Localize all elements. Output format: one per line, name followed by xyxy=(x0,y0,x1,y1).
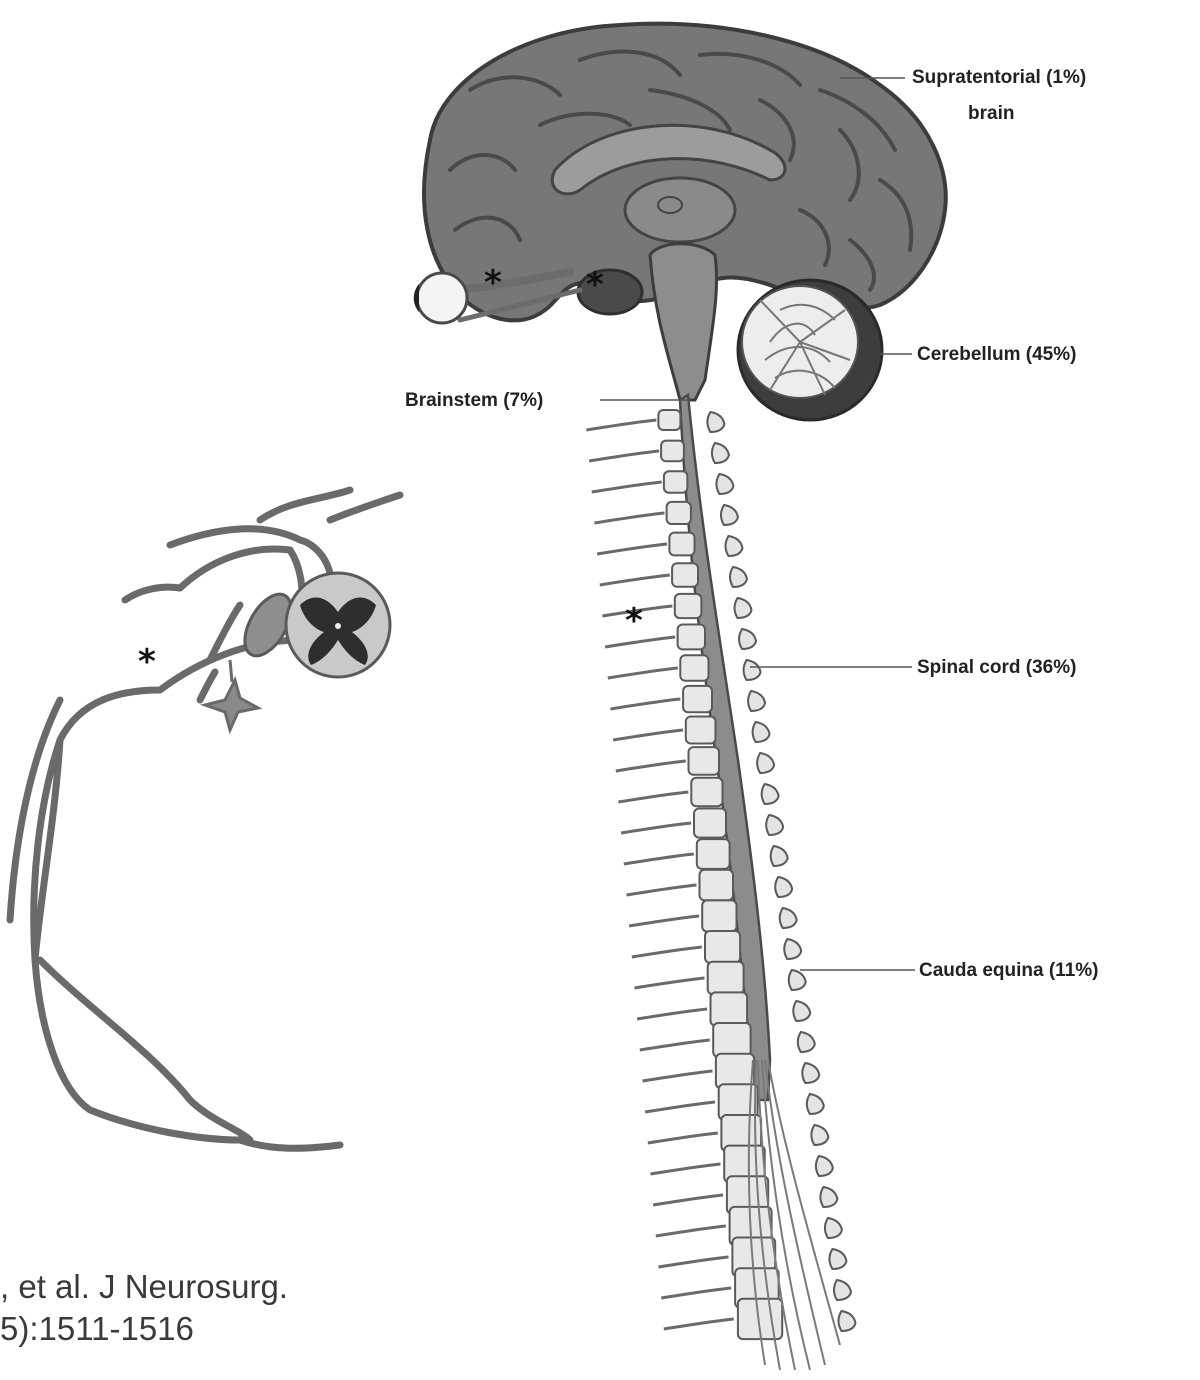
vertebra-process xyxy=(730,567,747,587)
asterisk-marker-brain: * xyxy=(586,265,604,305)
nerve-root xyxy=(624,854,694,864)
vertebra-body xyxy=(689,747,720,775)
nerve-root xyxy=(616,761,686,771)
nerve-root xyxy=(659,1257,729,1267)
vertebra-process xyxy=(771,846,788,866)
label-supratentorial-brain: brain xyxy=(968,103,1014,124)
brainstem-illustration xyxy=(650,244,717,400)
nerve-root xyxy=(608,668,678,678)
nerve-root xyxy=(653,1195,723,1205)
vertebra-process xyxy=(802,1063,819,1083)
nerve-root xyxy=(661,1288,731,1298)
vertebra-body xyxy=(713,1023,750,1057)
vertebra-body xyxy=(669,533,694,556)
vertebra-process xyxy=(753,722,770,742)
vertebra-body xyxy=(691,778,722,806)
vertebra-body xyxy=(716,1054,754,1089)
asterisk-marker-peripheral: * xyxy=(138,642,156,682)
vertebra-process xyxy=(748,691,765,711)
vertebra-process xyxy=(757,753,774,773)
label-supratentorial: Supratentorial (1%) xyxy=(912,67,1086,88)
vertebra-process xyxy=(811,1125,828,1145)
vertebra-process xyxy=(707,412,724,432)
nerve-root xyxy=(613,730,683,740)
vertebra-body xyxy=(667,502,691,524)
citation: , et al. J Neurosurg. 5):1511-1516 xyxy=(0,1266,288,1350)
vertebra-body xyxy=(694,809,726,838)
vertebra-process xyxy=(793,1001,810,1021)
vertebra-process xyxy=(775,877,792,897)
nerve-root xyxy=(656,1226,726,1236)
vertebra-body xyxy=(675,594,702,618)
nerve-root xyxy=(586,420,656,430)
nerve-root xyxy=(645,1102,715,1112)
vertebra-process xyxy=(712,443,729,463)
nerve-root xyxy=(637,1009,707,1019)
vertebra-process xyxy=(762,784,779,804)
nerve-root xyxy=(618,792,688,802)
vertebra-process xyxy=(739,629,756,649)
vertebra-process xyxy=(789,970,806,990)
vertebra-process xyxy=(829,1249,846,1269)
nerve-root xyxy=(629,916,699,926)
nerve-root xyxy=(589,451,659,461)
nerve-root xyxy=(592,482,662,492)
vertebra-process xyxy=(721,505,738,525)
vertebra-body xyxy=(658,410,680,430)
nerve-root xyxy=(640,1040,710,1050)
vertebra-process xyxy=(834,1280,851,1300)
vertebra-body xyxy=(702,900,736,931)
eye-illustration xyxy=(414,273,467,323)
label-cauda-equina: Cauda equina (11%) xyxy=(919,960,1099,981)
nerve-root xyxy=(632,947,702,957)
vertebra-body xyxy=(664,471,688,492)
spinal-cord-cross-section xyxy=(286,573,390,677)
citation-line-2: 5):1511-1516 xyxy=(0,1308,288,1350)
vertebra-process xyxy=(716,474,733,494)
nerve-root xyxy=(610,699,680,709)
vertebra-body xyxy=(700,870,734,901)
vertebra-process xyxy=(816,1156,833,1176)
vertebra-process xyxy=(766,815,783,835)
vertebra-process xyxy=(807,1094,824,1114)
vertebra-process xyxy=(798,1032,815,1052)
vertebra-process xyxy=(784,939,801,959)
nerve-root xyxy=(621,823,691,833)
nerve-root xyxy=(648,1133,718,1143)
nerve-root xyxy=(635,978,705,988)
vertebra-process xyxy=(744,660,761,680)
vertebra-body xyxy=(680,655,708,681)
nerve-root xyxy=(664,1319,734,1329)
vertebra-process xyxy=(780,908,797,928)
label-cerebellum: Cerebellum (45%) xyxy=(917,344,1076,365)
nerve-root xyxy=(643,1071,713,1081)
vertebra-body xyxy=(711,992,748,1025)
vertebra-process xyxy=(825,1218,842,1238)
nerve-root xyxy=(651,1164,721,1174)
cerebellum-illustration xyxy=(738,280,882,420)
nerve-root xyxy=(600,575,670,585)
vertebra-body xyxy=(697,839,730,869)
label-brainstem: Brainstem (7%) xyxy=(405,390,543,411)
asterisk-marker-spine: * xyxy=(625,601,643,641)
vertebra-body xyxy=(708,962,744,995)
vertebra-body xyxy=(672,563,698,587)
vertebra-body xyxy=(705,931,740,963)
vertebra-process xyxy=(820,1187,837,1207)
vertebra-process xyxy=(735,598,752,618)
nerve-root xyxy=(627,885,697,895)
vertebra-body xyxy=(686,717,716,744)
vertebra-body xyxy=(683,686,712,712)
nerve-root xyxy=(597,544,667,554)
label-spinal-cord: Spinal cord (36%) xyxy=(917,657,1076,678)
vertebra-body xyxy=(661,441,684,462)
nerve-root xyxy=(594,513,664,523)
vertebra-body xyxy=(678,625,705,650)
vertebra-process xyxy=(838,1311,855,1331)
vertebra-process xyxy=(725,536,742,556)
citation-line-1: , et al. J Neurosurg. xyxy=(0,1266,288,1308)
asterisk-marker-optic-nerve: * xyxy=(484,263,502,303)
